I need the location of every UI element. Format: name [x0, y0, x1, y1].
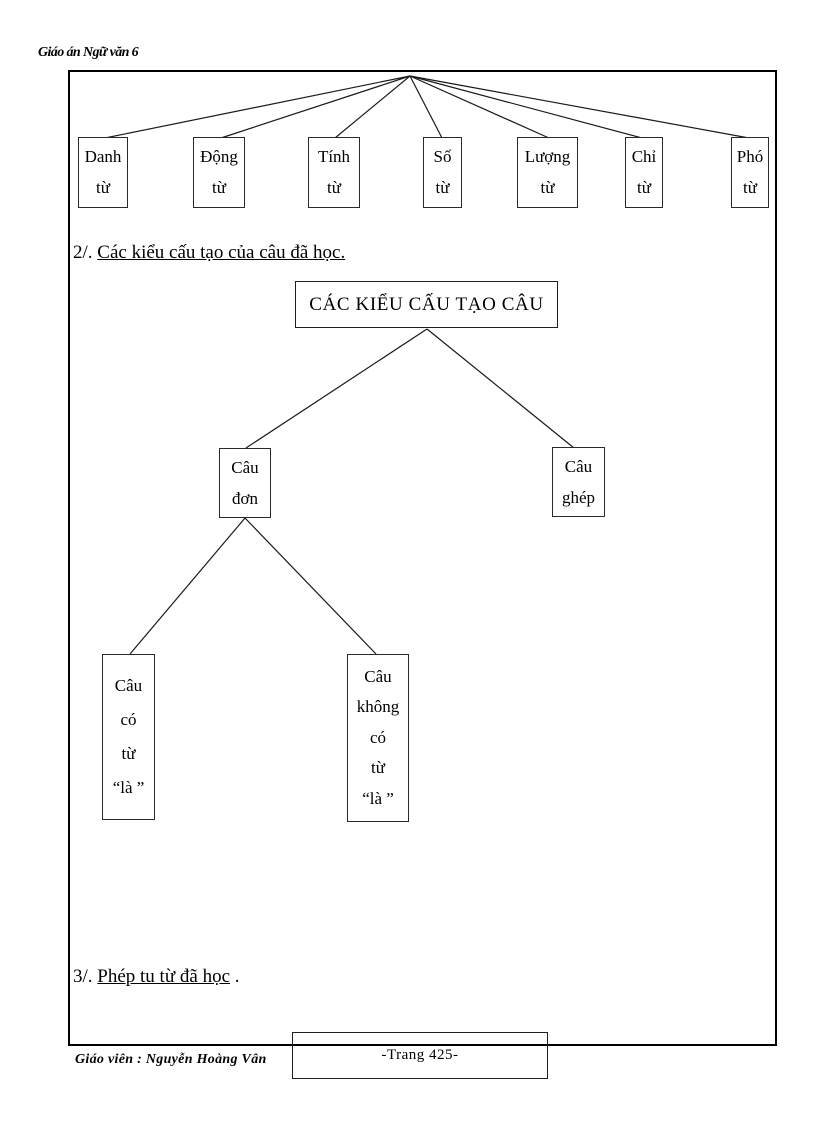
- section-3-heading: 3/. Phép tu từ đã học .: [73, 966, 240, 988]
- node-danh-tu: Danh từ: [78, 137, 128, 208]
- node-dong-tu: Động từ: [193, 137, 245, 208]
- footer-page-box: -Trang 425-: [292, 1032, 548, 1079]
- node-chi-tu: Chỉ từ: [625, 137, 663, 208]
- node-tinh-tu: Tính từ: [308, 137, 360, 208]
- node-so-tu: Số từ: [423, 137, 462, 208]
- node-pho-tu: Phó từ: [731, 137, 769, 208]
- section-3-suffix: .: [230, 966, 240, 987]
- footer-teacher: Giáo viên : Nguyễn Hoàng Vân: [75, 1052, 267, 1067]
- node-cau-co-tu-la: Câu có từ “là ”: [102, 654, 155, 820]
- section-2-heading: 2/. Các kiểu cấu tạo của câu đã học.: [73, 242, 345, 264]
- section-2-number: 2/.: [73, 242, 98, 263]
- node-luong-tu: Lượng từ: [517, 137, 578, 208]
- section-3-title: Phép tu từ đã học: [97, 966, 231, 987]
- section-2-title: Các kiểu cấu tạo của câu đã học.: [97, 242, 346, 263]
- page-number-label: -Trang 425-: [381, 1047, 459, 1063]
- section-3-number: 3/.: [73, 966, 98, 987]
- node-cau-khong-co-tu-la: Câu không có từ “là ”: [347, 654, 409, 822]
- page-frame: [68, 70, 777, 1046]
- node-cau-don: Câu đơn: [219, 448, 271, 518]
- document-header: Giáo án Ngữ văn 6: [38, 45, 139, 60]
- node-cau-ghep: Câu ghép: [552, 447, 605, 517]
- node-cac-kieu-cau-tao-cau: CÁC KIỂU CẤU TẠO CÂU: [295, 281, 558, 328]
